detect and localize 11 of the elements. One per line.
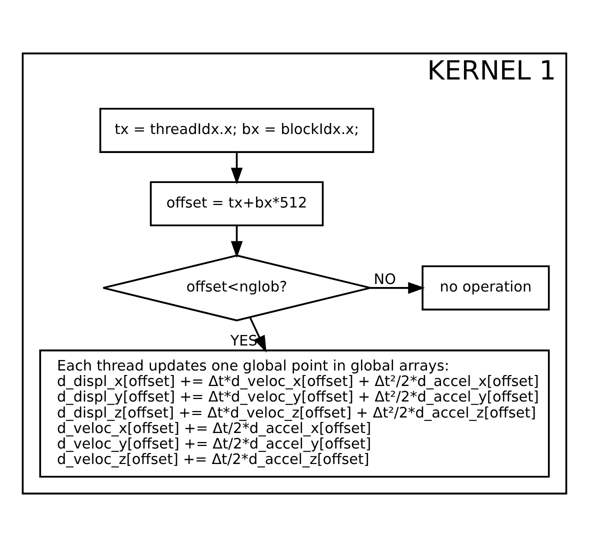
node-diamond: offset<nglob? [102, 254, 372, 322]
arrow [370, 282, 425, 294]
node-box: Each thread updates one global point in global arrays: d_displ_x[offset] += Δt*d_veloc_x[offset] + Δt²/2*d_accel_x[offset] d_displ_y[offset] += Δt*d_veloc_y[offset] + Δt²/2*d_accel_y[offset] d_displ_z[offset] += Δt*d_veloc_z[offset] + Δt²/2*d_accel_z[offset] d_veloc_x[offset] += Δt/2*d_accel_x[offset] d_veloc_y[offset] += Δt/2*d_accel_y[offset] d_veloc_z[offset] += Δt/2*d_accel_z[offset] [39, 350, 550, 478]
arrow [249, 317, 266, 353]
arrow [230, 226, 243, 258]
edge-label: YES [230, 333, 258, 350]
node-box: offset = tx+bx*512 [150, 181, 324, 226]
node-box: tx = threadIdx.x; bx = blockIdx.x; [99, 108, 374, 153]
arrow [230, 152, 243, 185]
node-box: no operation [422, 265, 550, 310]
edge-label: NO [374, 272, 396, 288]
